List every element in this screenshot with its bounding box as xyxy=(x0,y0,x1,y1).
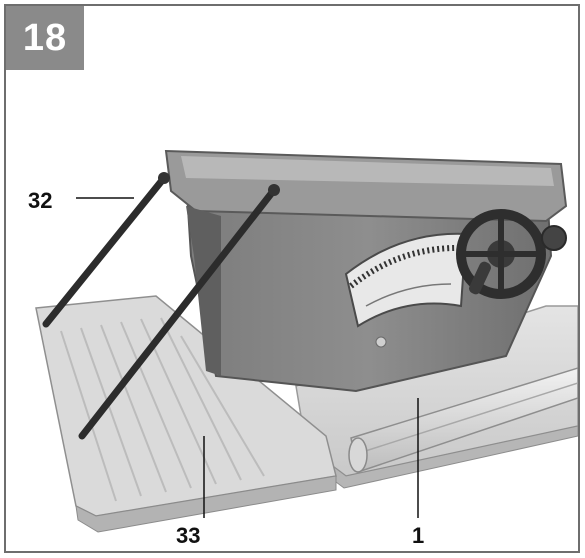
callout-33: 33 xyxy=(176,523,201,548)
figure-number-badge: 18 xyxy=(6,6,84,70)
support-rod xyxy=(42,174,168,328)
handwheel-icon xyxy=(456,209,546,299)
figure-frame: 18 32 33 1 xyxy=(4,4,580,553)
extension-table-front xyxy=(75,475,337,533)
callout-32: 32 xyxy=(28,188,53,213)
support-rod xyxy=(78,186,278,440)
callout-1: 1 xyxy=(412,523,425,548)
table-saw-photo xyxy=(35,149,578,533)
